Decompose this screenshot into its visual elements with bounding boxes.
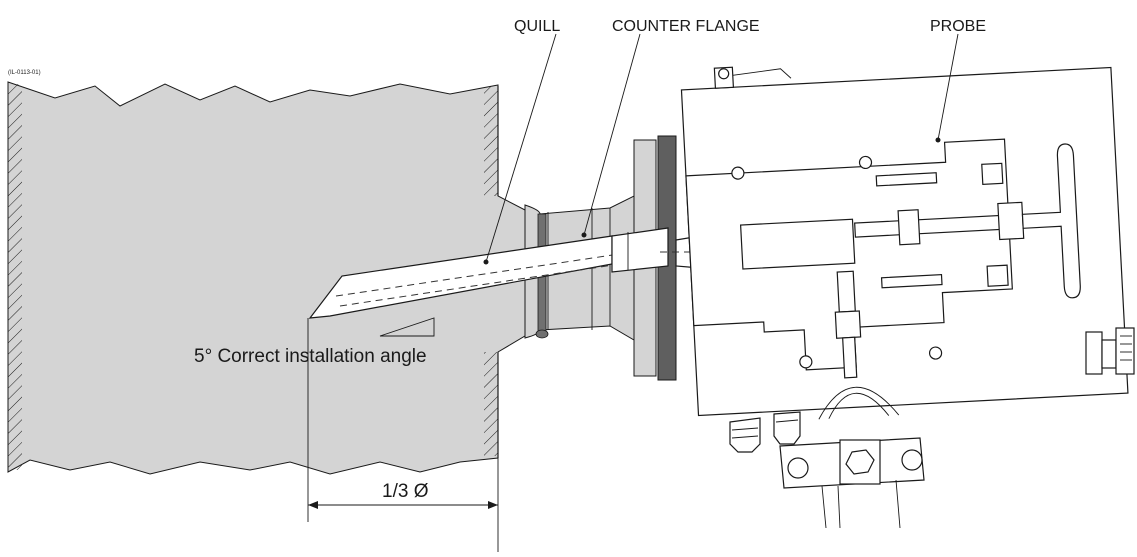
pipe-wall-hatch-right-lower: [484, 352, 498, 456]
probe-label: PROBE: [930, 18, 986, 35]
quill: [308, 227, 723, 319]
probe-window: [739, 218, 856, 270]
lower-fittings: [729, 411, 925, 529]
quill-label: QUILL: [514, 18, 560, 35]
counter-flange-label: COUNTER FLANGE: [612, 18, 760, 35]
angle-indicator: [379, 317, 435, 337]
angle-note: 5° Correct installation angle: [194, 346, 427, 367]
leader-lines: [483, 33, 959, 265]
probe-t-handle: [1021, 143, 1081, 299]
depth-dimension-label: 1/3 Ø: [382, 481, 429, 502]
pipe-section: [7, 81, 541, 475]
pipe-wall-hatch-right-upper: [484, 86, 498, 196]
drawing-reference: (IL-0113-01): [8, 70, 41, 76]
probe-housing: [680, 66, 1129, 420]
depth-dimension: [307, 318, 499, 552]
pipe-wall-hatch-left: [8, 84, 22, 470]
side-connector: [1085, 327, 1135, 375]
quill-fitting: [611, 227, 669, 273]
